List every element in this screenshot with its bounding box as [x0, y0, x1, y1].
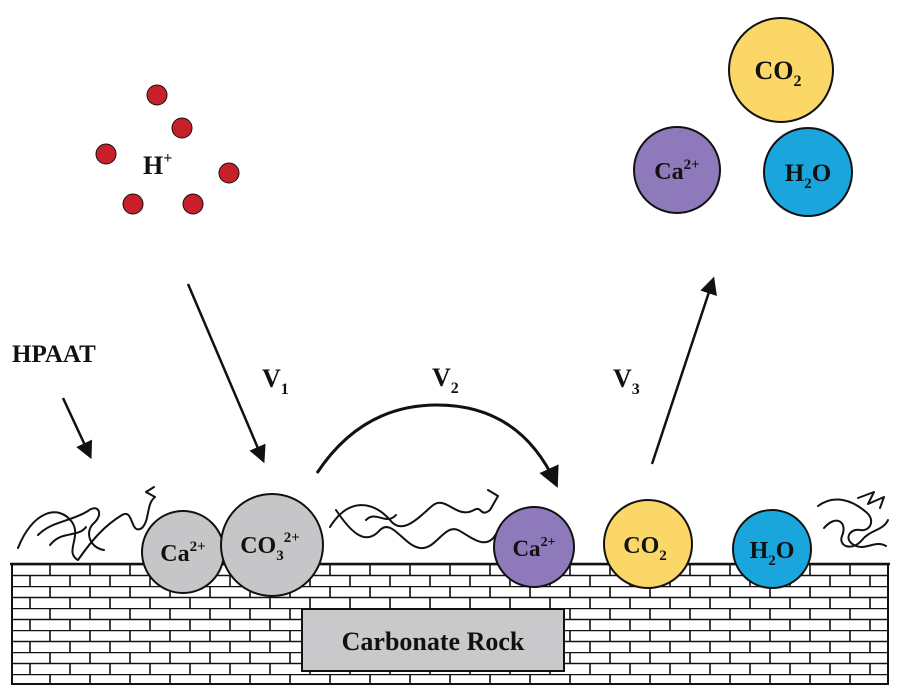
- v1-arrow: [186, 283, 266, 464]
- released-calcium-product: [633, 126, 721, 214]
- v2-label: V2: [432, 363, 459, 397]
- surface-co2-label: CO2: [623, 533, 667, 564]
- polymer-chain: [823, 519, 889, 548]
- adsorbed-calcium-label: Ca2+: [160, 539, 205, 567]
- polymer-chain: [365, 514, 397, 521]
- released-co2-molecule: [728, 17, 834, 123]
- proton-cluster: H+: [95, 84, 240, 215]
- proton-dot: [171, 117, 193, 139]
- released-co2-label: CO2: [755, 56, 802, 90]
- released-calcium-ion: [493, 506, 575, 588]
- surface-water-molecule: [732, 509, 812, 589]
- polymer-chain: [329, 489, 499, 528]
- released-calcium-label: Ca2+: [512, 535, 555, 561]
- polymer-chain: [335, 509, 497, 550]
- proton-label: H+: [143, 150, 172, 180]
- hpaat-label: HPAAT: [12, 341, 96, 368]
- carbonate-rock-label-box: [301, 608, 565, 672]
- surface-water-label: H2O: [750, 538, 795, 569]
- released-water-molecule: [763, 127, 853, 217]
- adsorbed-carbonate-ion: [220, 493, 324, 597]
- polymer-chain: [857, 491, 885, 509]
- polymer-chain: [49, 526, 87, 546]
- polymer-chain: [817, 498, 887, 548]
- v2-arrow: [315, 403, 559, 488]
- carbonate-rock-label: Carbonate Rock: [342, 627, 525, 656]
- proton-dot: [95, 143, 117, 165]
- polymer-chain: [17, 486, 156, 561]
- v3-arrow: [650, 276, 717, 465]
- polymer-chain: [37, 507, 105, 551]
- polymer-chains: [17, 486, 889, 561]
- v3-label: V3: [613, 364, 640, 398]
- released-calcium-product-label: Ca2+: [654, 157, 699, 185]
- v1-label: V1: [262, 364, 289, 398]
- proton-dot: [146, 84, 168, 106]
- proton-dot: [182, 193, 204, 215]
- released-water-label: H2O: [785, 160, 831, 192]
- adsorbed-carbonate-label: CO32+: [240, 530, 300, 564]
- proton-dot: [122, 193, 144, 215]
- proton-dot: [218, 162, 240, 184]
- hpaat-arrow: [61, 397, 93, 460]
- surface-co2-molecule: [603, 499, 693, 589]
